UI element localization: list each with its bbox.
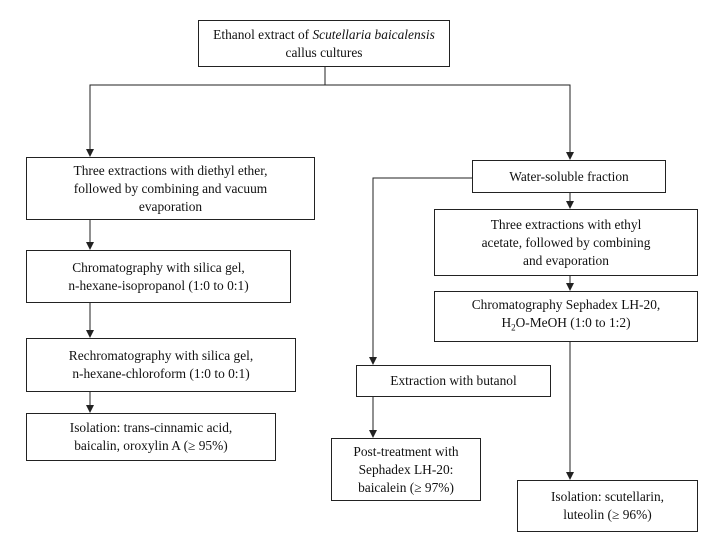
butanol-line-1: Extraction with butanol (390, 373, 517, 388)
node-ethanol-extract-line1: Ethanol extract of Scutellaria baicalens… (213, 26, 435, 44)
ether-line-2: followed by combining and vacuum (73, 180, 268, 196)
sephadex-rest: O-MeOH (1:0 to 1:2) (515, 315, 631, 331)
iso1-line-2: baicalin, oroxylin A (≥ 95%) (74, 438, 228, 453)
ether-line-1: Three extractions with diethyl ether, (73, 162, 268, 178)
node-ethanol-extract: Ethanol extract of Scutellaria baicalens… (198, 20, 450, 67)
ethyl-line-2: acetate, followed by combining (481, 234, 651, 250)
sephadex-sub: 2 (511, 322, 516, 333)
sephadex-line-1: Chromatography Sephadex LH-20, (471, 297, 661, 313)
post-line-1: Post-treatment with (353, 443, 459, 459)
node-silica-chromatography: Chromatography with silica gel, n-hexane… (26, 250, 291, 303)
node-ether-extraction: Three extractions with diethyl ether, fo… (26, 157, 315, 220)
silica1-line-2: n-hexane-isopropanol (1:0 to 0:1) (68, 277, 249, 293)
silica2-line-1: Rechromatography with silica gel, (68, 348, 254, 363)
post-line-3: baicalein (≥ 97%) (358, 479, 454, 495)
node-sephadex-chromatography: Chromatography Sephadex LH-20, H2O-MeOH … (434, 291, 698, 342)
iso1-line-1: Isolation: trans-cinnamic acid, (69, 420, 233, 435)
sephadex-line-2: H2O-MeOH (1:0 to 1:2) (501, 314, 630, 337)
arrow-water-to-butanol (369, 177, 472, 365)
node-silica-rechromatography: Rechromatography with silica gel, n-hexa… (26, 338, 296, 392)
node-ethyl-acetate-extraction: Three extractions with ethyl acetate, fo… (434, 209, 698, 276)
node-butanol-extraction: Extraction with butanol (356, 365, 551, 397)
extract-prefix-text: Ethanol extract of (213, 26, 313, 42)
node-isolation-water: Isolation: scutellarin, luteolin (≥ 96%) (517, 480, 698, 532)
silica2-line-2: n-hexane-chloroform (1:0 to 0:1) (72, 366, 250, 381)
sephadex-h: H (501, 315, 512, 331)
silica1-line-1: Chromatography with silica gel, (72, 259, 245, 275)
node-ethanol-extract-line2: callus cultures (285, 44, 363, 60)
node-water-soluble: Water-soluble fraction (472, 160, 666, 193)
ethyl-line-3: and evaporation (523, 252, 609, 268)
ether-line-3: evaporation (138, 198, 203, 214)
node-isolation-ether: Isolation: trans-cinnamic acid, baicalin… (26, 413, 276, 461)
extract-species-name: Scutellaria baicalensis (312, 26, 435, 42)
ethyl-line-1: Three extractions with ethyl (490, 216, 642, 232)
node-post-treatment: Post-treatment with Sephadex LH-20: baic… (331, 438, 481, 501)
water-line-1: Water-soluble fraction (509, 168, 629, 184)
iso2-line-2: luteolin (≥ 96%) (563, 507, 652, 522)
arrow-extract-to-water (325, 84, 574, 160)
iso2-line-1: Isolation: scutellarin, (550, 489, 665, 504)
post-line-2: Sephadex LH-20: (358, 461, 454, 477)
arrow-extract-to-ether (86, 67, 326, 157)
